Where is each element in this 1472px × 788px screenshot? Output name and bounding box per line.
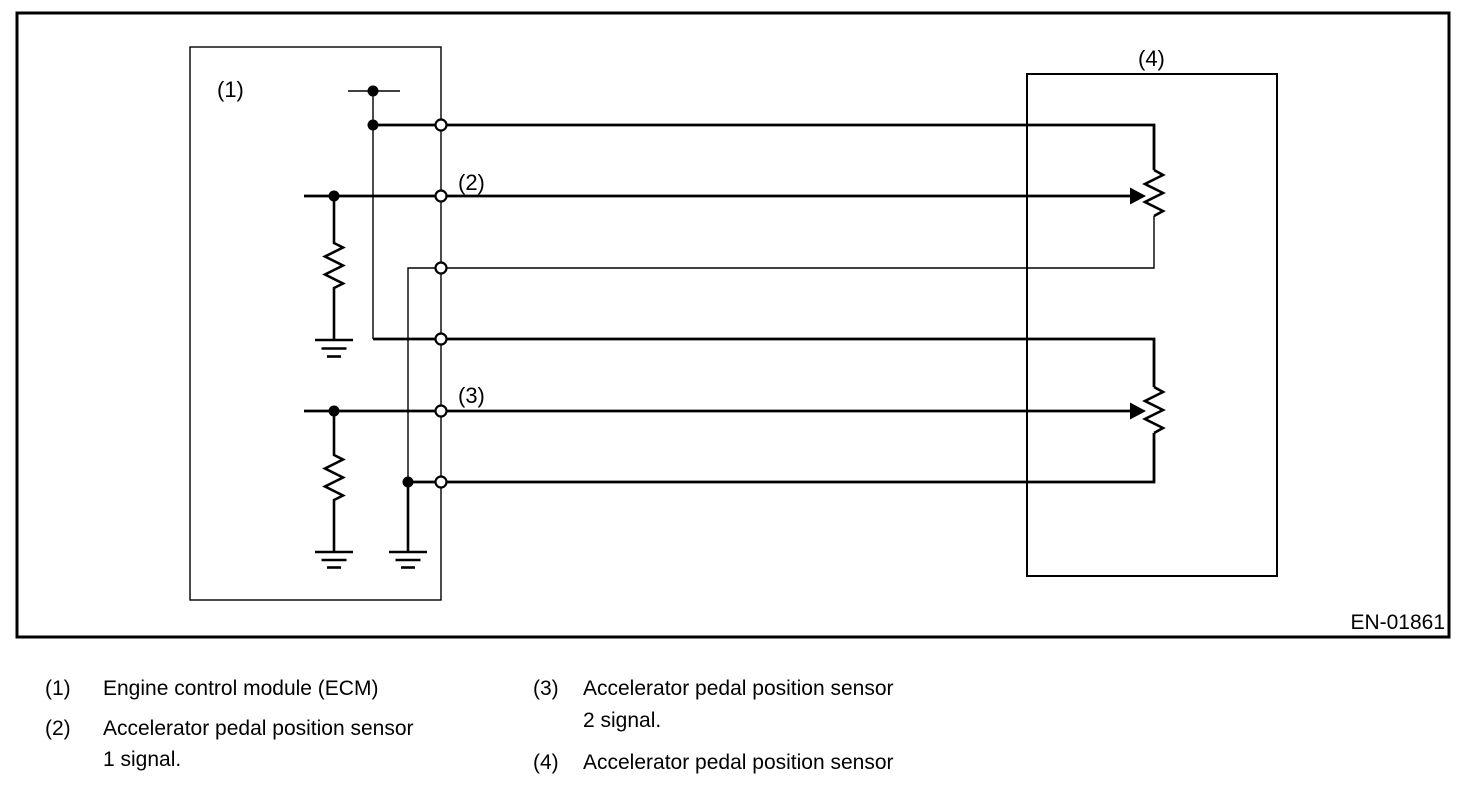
legend-item-text: Engine control module (ECM)	[103, 677, 379, 700]
legend-item-text: Accelerator pedal position sensor	[583, 751, 894, 774]
figure-frame	[15, 11, 1451, 639]
wire-sensor1-power	[373, 123, 1156, 170]
callout-1-label: (1)	[217, 77, 244, 102]
figure-code-label: EN-01861	[1350, 611, 1445, 634]
ground-symbol-1	[315, 338, 353, 358]
junction-dot	[367, 85, 379, 97]
junction-dot	[367, 119, 379, 131]
legend-item-1: (1) Engine control module (ECM)	[45, 673, 525, 705]
potentiometer-1-element	[1142, 168, 1166, 218]
wire-sensor1-ground	[407, 216, 1155, 482]
connector-pin	[434, 475, 448, 489]
ecm-box	[189, 46, 442, 601]
legend-column-left: (1) Engine control module (ECM) (2) Acce…	[45, 673, 525, 776]
junction-dot	[402, 476, 414, 488]
legend-item-number: (2)	[45, 716, 71, 740]
pulldown-resistor-2	[322, 411, 346, 551]
legend-item-text: 2 signal.	[583, 708, 662, 732]
callout-2-label: (2)	[458, 170, 485, 195]
junction-dot	[328, 190, 340, 202]
wiper-arrow-2	[1130, 402, 1146, 420]
potentiometer-2-element	[1142, 385, 1166, 435]
pulldown-resistor-1	[322, 196, 346, 339]
legend-item-4: (4) Accelerator pedal position sensor	[533, 747, 1013, 779]
connector-pin	[434, 118, 448, 132]
legend-item-number: (3)	[533, 677, 559, 700]
legend-item-2: (2) Accelerator pedal position sensor 1 …	[45, 713, 525, 776]
junction-dots	[328, 85, 414, 488]
wire-sensor2-power	[373, 337, 1156, 387]
legend-item-3: (3) Accelerator pedal position sensor 2 …	[533, 673, 1013, 736]
ground-symbol-2	[315, 550, 353, 569]
ecm-connector-pins	[434, 118, 448, 489]
legend-column-right: (3) Accelerator pedal position sensor 2 …	[533, 673, 1013, 779]
ground-symbol-3	[389, 550, 427, 569]
callout-3-label: (3)	[458, 383, 485, 408]
legend-item-text: Accelerator pedal position sensor	[103, 716, 414, 740]
connector-pin	[434, 404, 448, 418]
wiper-arrow-1	[1130, 187, 1146, 205]
legend-item-number: (4)	[533, 751, 559, 774]
connector-pin	[434, 261, 448, 275]
sensor-box	[1026, 73, 1278, 577]
junction-dot	[328, 405, 340, 417]
connector-pin	[434, 189, 448, 203]
legend-item-text: Accelerator pedal position sensor	[583, 677, 894, 700]
circuit-diagram: (1) (2) (3) (4) EN-01861	[15, 11, 1451, 639]
wire-sensor2-ground	[408, 433, 1156, 484]
legend-item-text: 1 signal.	[103, 748, 182, 771]
callout-4-label: (4)	[1138, 46, 1165, 71]
legend-item-number: (1)	[45, 677, 71, 700]
connector-pin	[434, 332, 448, 346]
